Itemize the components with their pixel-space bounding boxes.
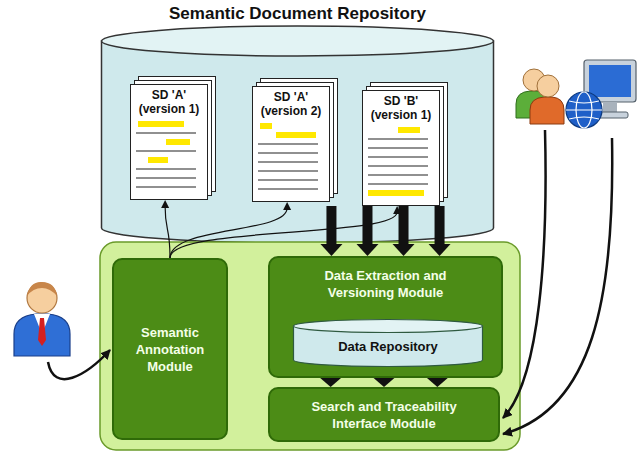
- title-text: Semantic Document Repository: [100, 4, 495, 24]
- document-label: SD 'A' (version 1): [130, 88, 208, 116]
- users-arrow: [503, 130, 546, 418]
- connector-arrow: [320, 206, 342, 256]
- connector-arrow: [429, 206, 451, 256]
- module-box: Data Extraction and Versioning ModuleDat…: [268, 256, 503, 378]
- module-box: Semantic Annotation Module: [112, 258, 228, 440]
- module-box: Search and Traceability Interface Module: [268, 387, 500, 442]
- document-stack: SD 'A' (version 2): [252, 86, 330, 202]
- database-label: Data Repository: [338, 338, 438, 355]
- computer-arrow: [503, 138, 612, 434]
- users-icon: [516, 69, 564, 124]
- repository-cylinder: Semantic Document Repository SD 'A' (vers…: [100, 4, 495, 244]
- connector-arrow: [161, 200, 170, 258]
- document-label: SD 'B' (version 1): [362, 94, 440, 122]
- connector-arrow: [170, 206, 401, 258]
- module-label: Semantic Annotation Module: [122, 324, 218, 375]
- module-label: Data Extraction and Versioning Module: [301, 267, 471, 301]
- document-stack: SD 'A' (version 1): [130, 84, 208, 200]
- connector-arrow: [170, 202, 291, 258]
- database-cylinder: Data Repository: [292, 318, 484, 368]
- computer-icon: [566, 60, 636, 128]
- document-label: SD 'A' (version 2): [252, 90, 330, 118]
- module-label: Search and Traceability Interface Module: [294, 398, 474, 432]
- document-stack: SD 'B' (version 1): [362, 90, 440, 206]
- connector-arrow: [393, 206, 415, 256]
- system-panel: [100, 242, 520, 450]
- user-arrow: [48, 350, 110, 379]
- connector-arrow: [356, 206, 378, 256]
- annotator-user-icon: [14, 282, 70, 356]
